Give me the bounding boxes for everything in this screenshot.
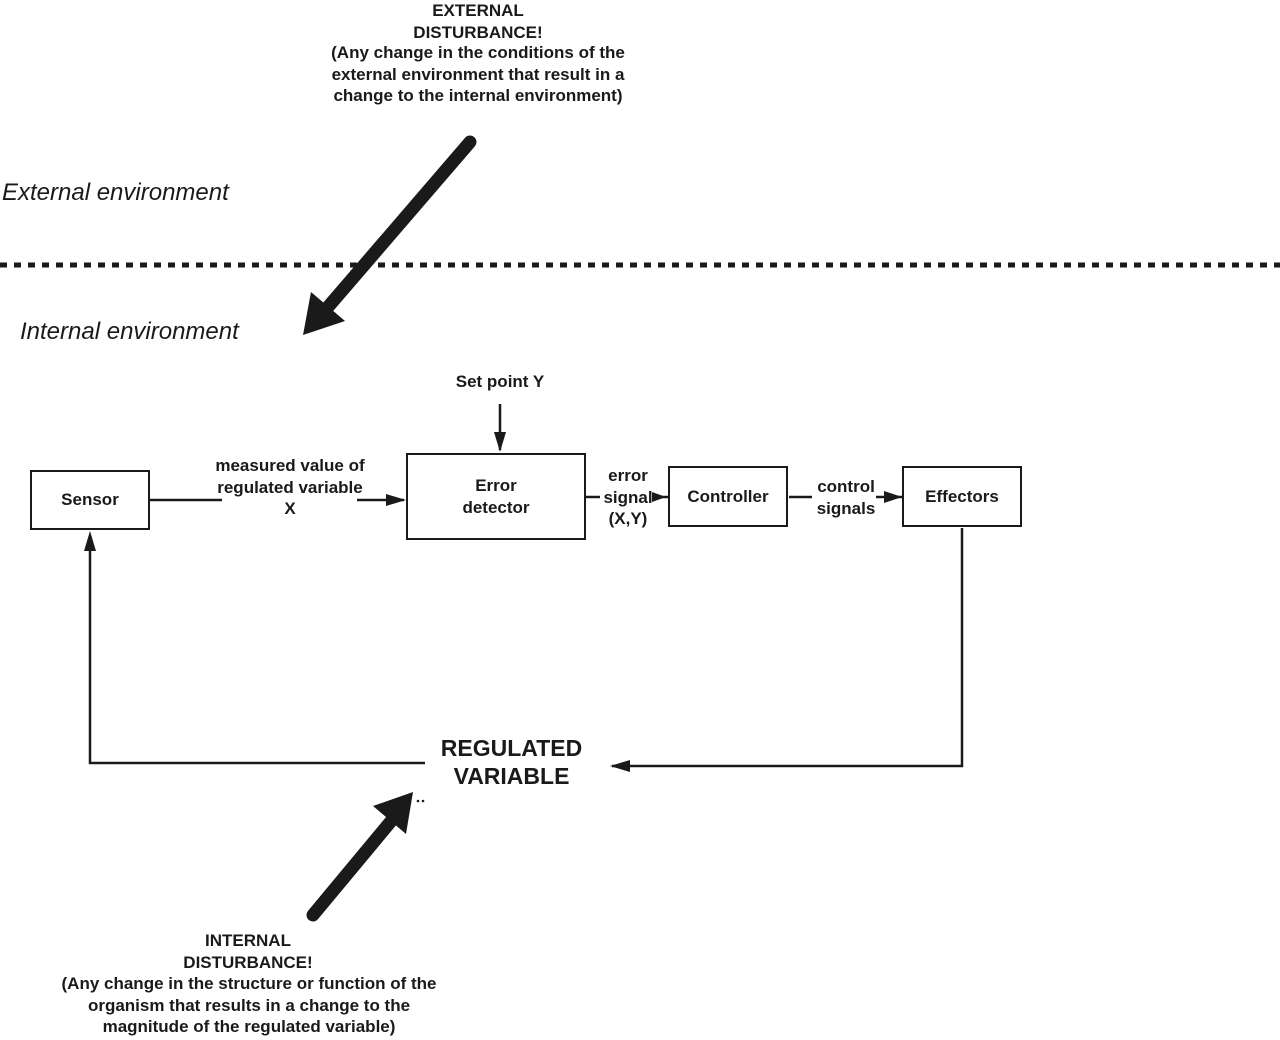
internal-environment-label: Internal environment [20,318,239,345]
controller-label: Controller [687,486,769,506]
error-detector-box: Error detector [406,453,586,540]
regulated-variable-to-sensor-line [84,531,425,765]
effectors-to-regulated-variable-line [610,528,964,772]
set-point-label: Set point Y [455,372,545,391]
effectors-box: Effectors [902,466,1022,527]
external-disturbance-description: (Any change in the conditions of the ext… [331,43,625,105]
set-point-arrow [494,404,506,452]
effectors-label: Effectors [925,486,999,506]
internal-disturbance-title: INTERNAL DISTURBANCE! [183,931,313,972]
internal-disturbance-arrow [306,792,413,922]
sensor-box: Sensor [30,470,150,530]
error-detector-to-controller-line [586,492,668,502]
internal-disturbance-description: (Any change in the structure or function… [61,974,437,1036]
error-signal-label: error signal (X,Y) [603,466,653,528]
sensor-label: Sensor [61,490,119,510]
sensor-to-error-detector-line [149,494,406,506]
external-disturbance-arrow [303,135,477,335]
controller-to-effectors-line [789,491,902,503]
regulated-variable-label: REGULATED VARIABLE [440,735,583,789]
error-detector-label: Error detector [462,476,530,517]
control-signals-label: control signals [816,477,876,518]
controller-box: Controller [668,466,788,527]
external-disturbance-title: EXTERNAL DISTURBANCE! [413,1,543,42]
measured-value-label: measured value of regulated variable X [215,456,365,518]
external-environment-label: External environment [2,179,229,206]
